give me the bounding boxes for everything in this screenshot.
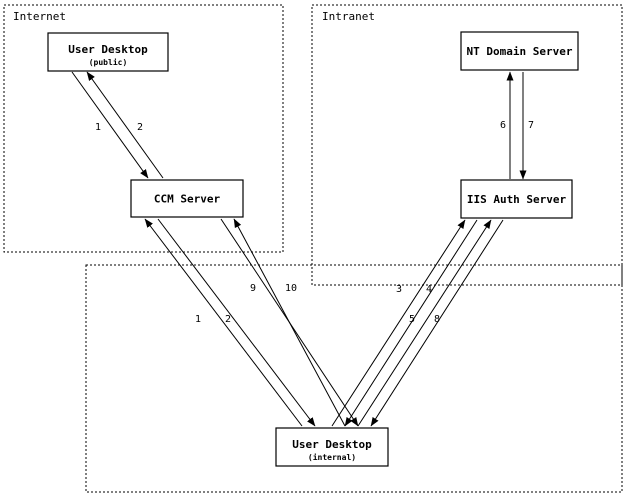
flow-arrow-edge-4-iis-to-internal [344, 219, 478, 427]
flow-step-label-edge-5-internal-to-iis: 5 [409, 314, 415, 325]
zone-label-internet: Internet [13, 10, 66, 23]
node-user-desktop-public[interactable]: User Desktop(public) [47, 32, 169, 72]
node-box-user-desktop-public [47, 32, 169, 72]
zone-boundary-internet [3, 4, 284, 253]
flow-arrow-edge-2b-internal-to-ccm [233, 218, 346, 427]
node-box-user-desktop-internal [275, 427, 389, 467]
edges-layer [71, 71, 527, 427]
zone-boundary-intranet [311, 4, 623, 286]
flow-arrow-edge-10-ccm-to-internal [157, 218, 316, 427]
flow-step-label-edge-1-public-to-ccm: 1 [95, 122, 101, 133]
node-ccm-server[interactable]: CCM Server [130, 179, 244, 218]
flow-arrow-edge-5-internal-to-iis [357, 219, 492, 427]
flow-step-label-edge-4-iis-to-internal: 4 [426, 284, 432, 295]
node-title-ccm-server: CCM Server [154, 193, 221, 206]
flow-arrow-edge-3-internal-to-iis [331, 219, 466, 427]
node-subtitle-user-desktop-public: (public) [89, 57, 128, 67]
flow-arrow-edge-1-public-to-ccm [71, 71, 149, 179]
node-title-user-desktop-internal: User Desktop [292, 438, 372, 451]
flow-step-label-edge-2-ccm-to-public: 2 [137, 122, 143, 133]
flow-step-label-edge-10-ccm-to-internal: 10 [285, 283, 297, 294]
node-subtitle-user-desktop-internal: (internal) [308, 452, 356, 462]
node-box-iis-auth-server [460, 179, 573, 219]
flow-arrow-edge-8-iis-to-internal [370, 219, 504, 427]
node-nt-domain-server[interactable]: NT Domain Server [460, 31, 579, 71]
node-user-desktop-internal[interactable]: User Desktop(internal) [275, 427, 389, 467]
flow-step-label-edge-8-iis-to-internal: 8 [434, 314, 440, 325]
node-box-ccm-server [130, 179, 244, 218]
node-iis-auth-server[interactable]: IIS Auth Server [460, 179, 573, 219]
flow-step-label-edge-3-internal-to-iis: 3 [396, 284, 402, 295]
node-title-iis-auth-server: IIS Auth Server [467, 193, 567, 206]
flow-step-label-edge-1b-ccm-to-internal: 1 [195, 314, 201, 325]
flow-arrow-edge-9-internal-to-ccm [144, 218, 303, 427]
node-title-user-desktop-public: User Desktop [68, 43, 148, 56]
node-title-nt-domain-server: NT Domain Server [467, 45, 573, 58]
flow-step-label-edge-9-internal-to-ccm: 9 [250, 283, 256, 294]
node-box-nt-domain-server [460, 31, 579, 71]
zone-boundary-internal-network [85, 264, 623, 493]
zones-layer: Internet Intranet [3, 4, 623, 493]
flow-step-label-edge-7-nt-to-iis: 7 [528, 120, 534, 131]
zone-label-intranet: Intranet [322, 10, 375, 23]
flow-step-label-edge-6-iis-to-nt: 6 [500, 120, 506, 131]
flow-arrow-edge-2-ccm-to-public [86, 71, 164, 179]
edge-labels-layer: 1 2 9 10 1 2 3 4 5 8 6 7 [95, 120, 534, 325]
flow-step-label-edge-2b-internal-to-ccm: 2 [225, 314, 231, 325]
